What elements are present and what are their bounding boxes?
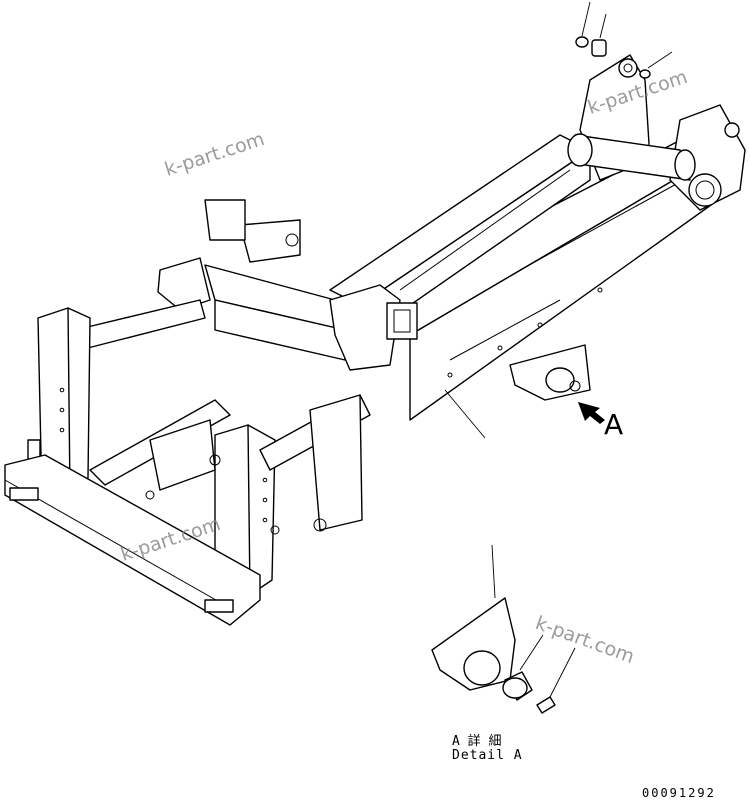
mount-bracket-a [509, 344, 591, 401]
detail-title-jp: A 詳 細 [452, 734, 502, 749]
center-crossmember [157, 199, 418, 371]
detail-title-en: Detail A [452, 748, 523, 763]
rear-tower [567, 54, 746, 211]
right-side-rail [369, 129, 726, 421]
rail-leader-line [444, 389, 486, 439]
front-left-post [27, 307, 91, 501]
detail-a-drawing [431, 544, 576, 714]
callout-a-label: A [604, 408, 624, 441]
callout-a-arrow [578, 402, 605, 424]
top-small-parts [575, 1, 673, 79]
drawing-number: 00091292 [642, 786, 716, 800]
diagonal-brace [74, 299, 206, 351]
lower-frame [89, 394, 371, 535]
front-bumper [4, 454, 261, 626]
